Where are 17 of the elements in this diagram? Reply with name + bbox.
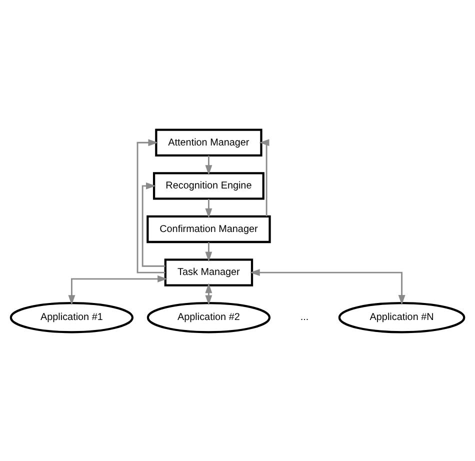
arrow xyxy=(142,182,166,266)
arrow xyxy=(205,155,212,175)
node-box: Task Manager xyxy=(164,258,254,286)
arrow xyxy=(250,268,406,304)
node-ellipse: Application #N xyxy=(338,301,466,333)
arrow xyxy=(68,274,168,305)
arrow xyxy=(136,138,166,273)
node-ellipse: Application #2 xyxy=(146,301,271,333)
arrow xyxy=(205,198,212,218)
label: ... xyxy=(300,312,309,323)
arrow xyxy=(205,242,212,262)
node-ellipse: Application #1 xyxy=(10,301,134,333)
arrow xyxy=(205,282,212,305)
node-box: Attention Manager xyxy=(155,128,262,156)
node-box: Confirmation Manager xyxy=(146,214,271,243)
node-box: Recognition Engine xyxy=(152,172,264,200)
arrow xyxy=(259,138,270,216)
